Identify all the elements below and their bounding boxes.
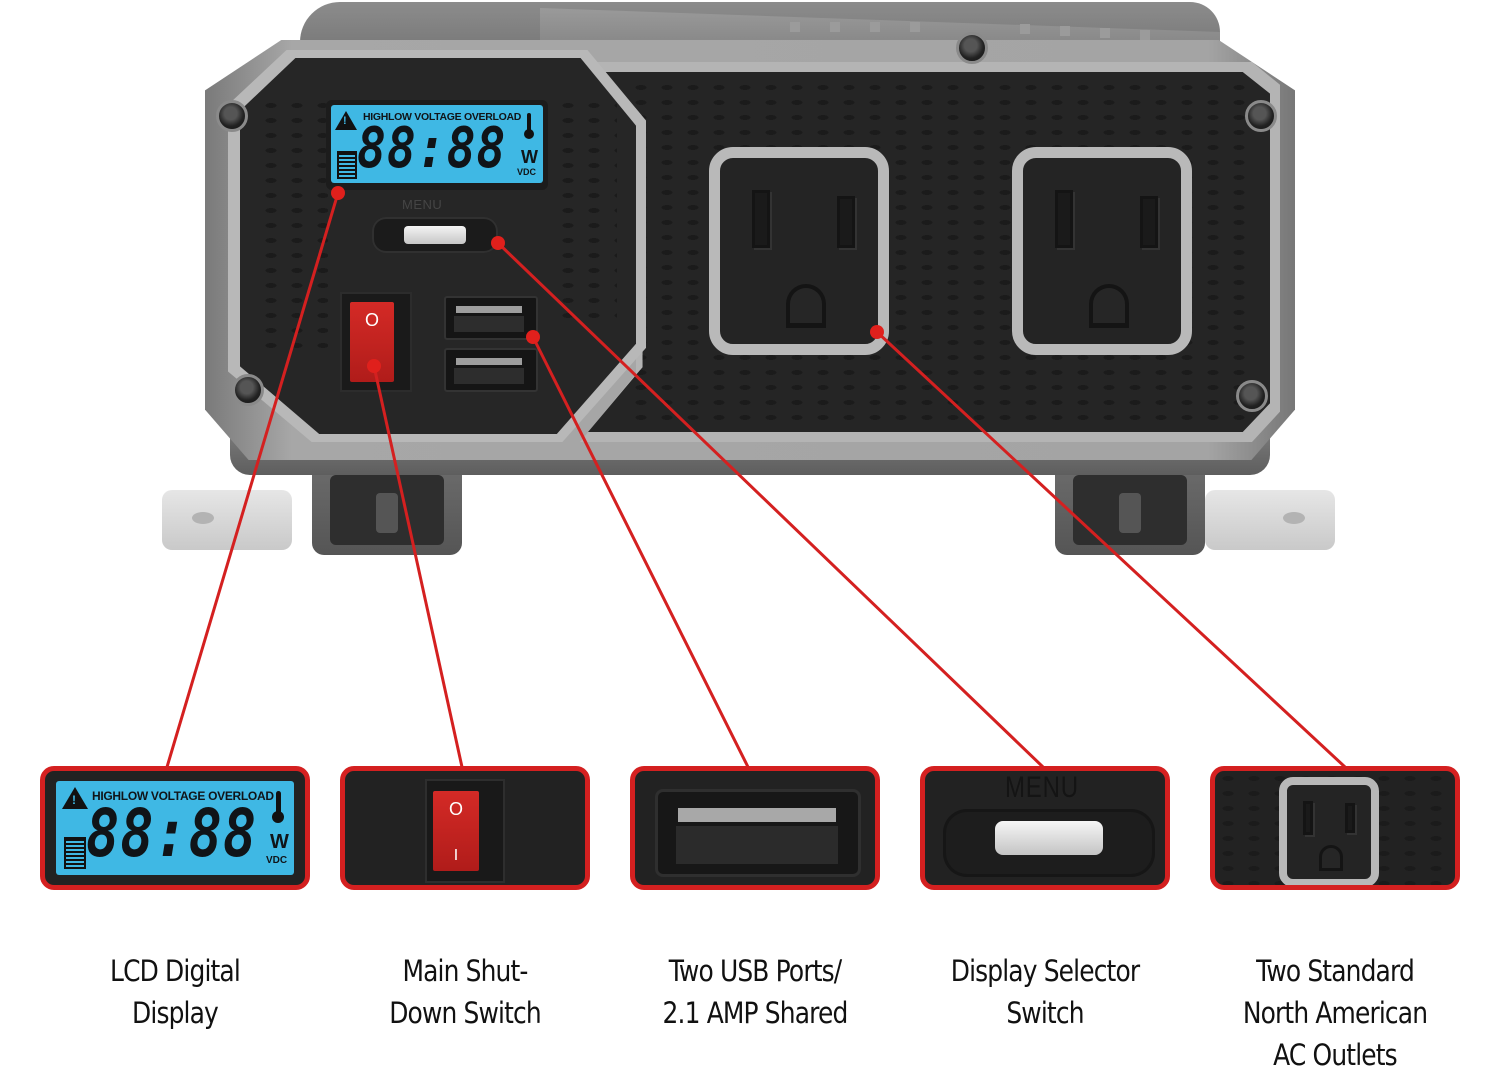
anchor-dot-outlets xyxy=(870,325,884,339)
outlet-slot xyxy=(1345,803,1355,833)
screw-icon xyxy=(956,32,988,64)
mounting-hole xyxy=(1283,512,1305,524)
lcd-header-text: HIGHLOW VOLTAGE OVERLOAD xyxy=(363,111,522,123)
menu-label: MENU xyxy=(402,197,443,212)
menu-button-icon xyxy=(995,821,1103,855)
anchor-dot-switch xyxy=(367,359,381,373)
leader-line-outlets xyxy=(875,330,1347,769)
ac-outlet-2[interactable] xyxy=(1012,147,1192,355)
cooling-fin xyxy=(1020,24,1030,34)
lcd-digits: 88:88 xyxy=(357,116,507,181)
outlet-slot xyxy=(1055,190,1073,248)
watt-unit: W xyxy=(270,831,289,853)
bolt-icon xyxy=(376,493,398,533)
bolt-icon xyxy=(1119,493,1141,533)
screw-icon xyxy=(1245,100,1277,132)
thermometer-icon xyxy=(527,113,531,133)
screw-icon xyxy=(216,100,248,132)
mounting-bracket-left xyxy=(162,490,292,550)
watt-unit: W xyxy=(521,147,538,167)
lcd-digits: 88:88 xyxy=(86,795,258,872)
screw-icon xyxy=(1236,380,1268,412)
outlet-slot xyxy=(837,196,855,248)
vdc-unit: VDC xyxy=(266,855,288,866)
label-outlets: Two Standard North American AC Outlets xyxy=(1242,954,1428,1072)
power-inverter-device: ! HIGHLOW VOLTAGE OVERLOAD 88:88 W VDC M… xyxy=(162,2,1335,555)
anchor-dot-lcd xyxy=(331,186,345,200)
lcd-display-icon: ! HIGHLOW VOLTAGE OVERLOAD 88:88 W VDC xyxy=(56,781,294,875)
usb-port-icon xyxy=(655,789,861,877)
mounting-hole xyxy=(192,512,214,524)
vent-pattern xyxy=(258,98,328,348)
callout-outlets xyxy=(1210,766,1460,890)
thermometer-icon xyxy=(276,791,281,815)
cooling-fin xyxy=(830,22,840,32)
menu-label: MENU xyxy=(1005,771,1079,804)
usb-port-2[interactable] xyxy=(444,348,538,392)
cooling-fin xyxy=(790,22,800,32)
callout-switch: O I xyxy=(340,766,590,890)
lcd-header-text: HIGHLOW VOLTAGE OVERLOAD xyxy=(92,789,274,803)
vdc-unit: VDC xyxy=(517,167,537,177)
label-switch: Main Shut- Down Switch xyxy=(389,954,541,1030)
lcd-bezel: ! HIGHLOW VOLTAGE OVERLOAD 88:88 W VDC xyxy=(326,100,548,190)
leader-line-switch xyxy=(372,365,464,768)
rocker-switch-icon: O I xyxy=(433,791,479,871)
menu-button[interactable] xyxy=(404,226,466,244)
off-symbol: O xyxy=(448,799,463,819)
ground-hole xyxy=(786,284,826,328)
cooling-fin xyxy=(1140,30,1150,40)
leader-line-lcd xyxy=(165,192,340,768)
on-symbol: I xyxy=(453,847,459,864)
battery-icon xyxy=(64,837,86,869)
outlet-slot xyxy=(1303,801,1313,835)
ground-hole xyxy=(1319,845,1343,871)
ac-outlet-1[interactable] xyxy=(709,147,889,355)
outlet-slot xyxy=(1140,196,1158,248)
cooling-fin xyxy=(1060,26,1070,36)
battery-icon xyxy=(337,151,357,179)
lcd-screen: ! HIGHLOW VOLTAGE OVERLOAD 88:88 W VDC xyxy=(331,105,543,183)
mounting-bracket-right xyxy=(1205,490,1335,550)
vent-pattern xyxy=(555,98,617,328)
label-lcd: LCD Digital Display xyxy=(110,954,241,1030)
callout-menu: MENU xyxy=(920,766,1170,890)
ac-outlet-icon xyxy=(1279,777,1379,885)
leader-line-usb xyxy=(531,336,750,768)
anchor-dot-usb xyxy=(526,330,540,344)
off-symbol: O xyxy=(364,310,379,330)
outlet-slot xyxy=(752,190,770,248)
anchor-dot-menu xyxy=(491,236,505,250)
ground-hole xyxy=(1089,284,1129,328)
usb-port-1[interactable] xyxy=(444,296,538,340)
cooling-fin xyxy=(910,22,920,32)
label-usb: Two USB Ports/ 2.1 AMP Shared xyxy=(662,954,849,1030)
warning-icon xyxy=(62,787,88,809)
leader-line-menu xyxy=(496,241,1045,769)
cooling-fin xyxy=(1100,28,1110,38)
callout-usb xyxy=(630,766,880,890)
callout-lcd: ! HIGHLOW VOLTAGE OVERLOAD 88:88 W VDC xyxy=(40,766,310,890)
cooling-fin xyxy=(870,22,880,32)
screw-icon xyxy=(232,374,264,406)
label-menu: Display Selector Switch xyxy=(950,954,1140,1030)
warning-icon xyxy=(335,111,357,130)
